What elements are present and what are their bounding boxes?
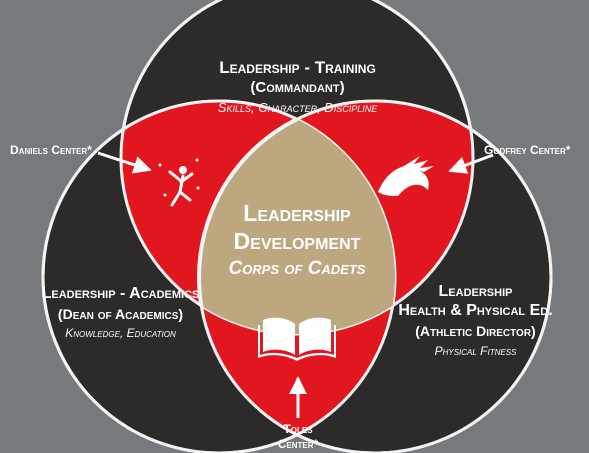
open-book-icon — [258, 317, 336, 361]
toles-callout-line1: Toles — [283, 422, 313, 436]
godfrey-callout: Godfrey Center* — [484, 143, 571, 157]
daniels-callout: Daniels Center* — [10, 143, 92, 157]
rock-climber-icon — [158, 158, 200, 207]
academics-role: (Dean of Academics) — [57, 306, 184, 322]
center-region — [197, 101, 395, 334]
health-role: (Athletic Director) — [415, 323, 536, 339]
health-title-line2: Health & Physical Ed. — [398, 302, 553, 319]
health-title-line1: Leadership — [438, 283, 513, 300]
academics-focus: Knowledge, Education — [65, 326, 176, 340]
toles-callout-line2: Center* — [277, 437, 319, 451]
horse-head-icon — [378, 156, 434, 196]
academics-title: Leadership - Academics — [41, 285, 200, 302]
daniels-arrow — [97, 151, 152, 174]
training-focus: Skills, Character, Discipline — [217, 100, 378, 115]
health-focus: Physical Fitness — [434, 344, 517, 358]
godfrey-arrow — [448, 153, 494, 174]
center-line3: Corps of Cadets — [228, 258, 366, 279]
center-line2: Development — [233, 228, 361, 254]
center-line1: Leadership — [243, 200, 351, 226]
training-role: (Commandant) — [250, 79, 345, 96]
training-title: Leadership - Training — [219, 58, 376, 77]
